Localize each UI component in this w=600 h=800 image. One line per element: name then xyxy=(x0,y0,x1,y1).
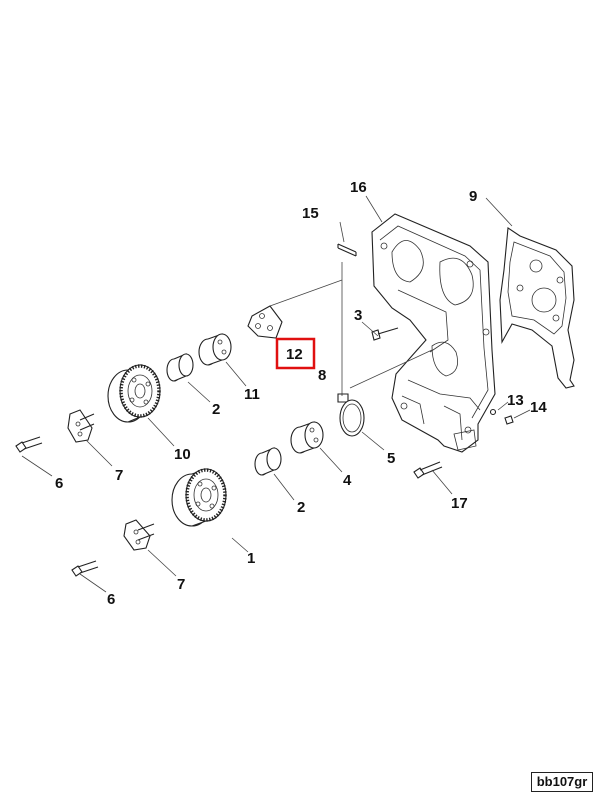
callout-13: 13 xyxy=(507,392,524,409)
callout-16: 16 xyxy=(350,179,367,196)
lower-bolt xyxy=(71,560,99,577)
callout-2-lower: 2 xyxy=(297,499,305,516)
gear-housing-cover xyxy=(371,213,496,453)
callout-2-upper: 2 xyxy=(212,401,220,418)
callout-15: 15 xyxy=(302,205,319,222)
callout-4: 4 xyxy=(343,472,352,489)
housing-gasket xyxy=(499,227,575,389)
small-fittings xyxy=(489,408,514,425)
callout-3: 3 xyxy=(354,307,362,324)
callout-11: 11 xyxy=(244,386,260,403)
upper-bushing xyxy=(166,353,194,382)
idler-hub-flange xyxy=(247,279,343,339)
housing-bolt xyxy=(413,461,443,479)
lower-thrust-washer xyxy=(290,421,324,454)
lower-idler-gear xyxy=(171,468,227,527)
callout-10: 10 xyxy=(174,446,191,463)
dowel-pins xyxy=(337,243,433,403)
o-ring-seal xyxy=(339,399,365,437)
callout-9: 9 xyxy=(469,188,477,205)
callout-6-lower: 6 xyxy=(107,591,115,608)
callout-7-lower: 7 xyxy=(177,576,185,593)
lower-bushing xyxy=(254,447,282,476)
callout-labels: 1 2 2 3 4 5 6 6 7 7 8 9 10 11 12 13 14 1… xyxy=(55,179,547,608)
callout-8: 8 xyxy=(318,367,326,384)
drawing-reference-code: bb107gr xyxy=(531,772,593,792)
callout-14: 14 xyxy=(530,399,547,416)
leader-lines xyxy=(21,195,531,593)
upper-thrust-washer xyxy=(198,333,232,366)
lower-shaft-plate xyxy=(123,519,155,551)
callout-7-upper: 7 xyxy=(115,467,123,484)
callout-6-upper: 6 xyxy=(55,475,63,492)
upper-shaft-plate xyxy=(67,409,95,443)
upper-idler-gear xyxy=(107,364,161,423)
highlight-box-12 xyxy=(275,337,316,370)
callout-17: 17 xyxy=(451,495,468,512)
callout-1: 1 xyxy=(247,550,255,567)
callout-12: 12 xyxy=(286,346,303,363)
callout-5: 5 xyxy=(387,450,395,467)
upper-bolt xyxy=(15,436,43,453)
